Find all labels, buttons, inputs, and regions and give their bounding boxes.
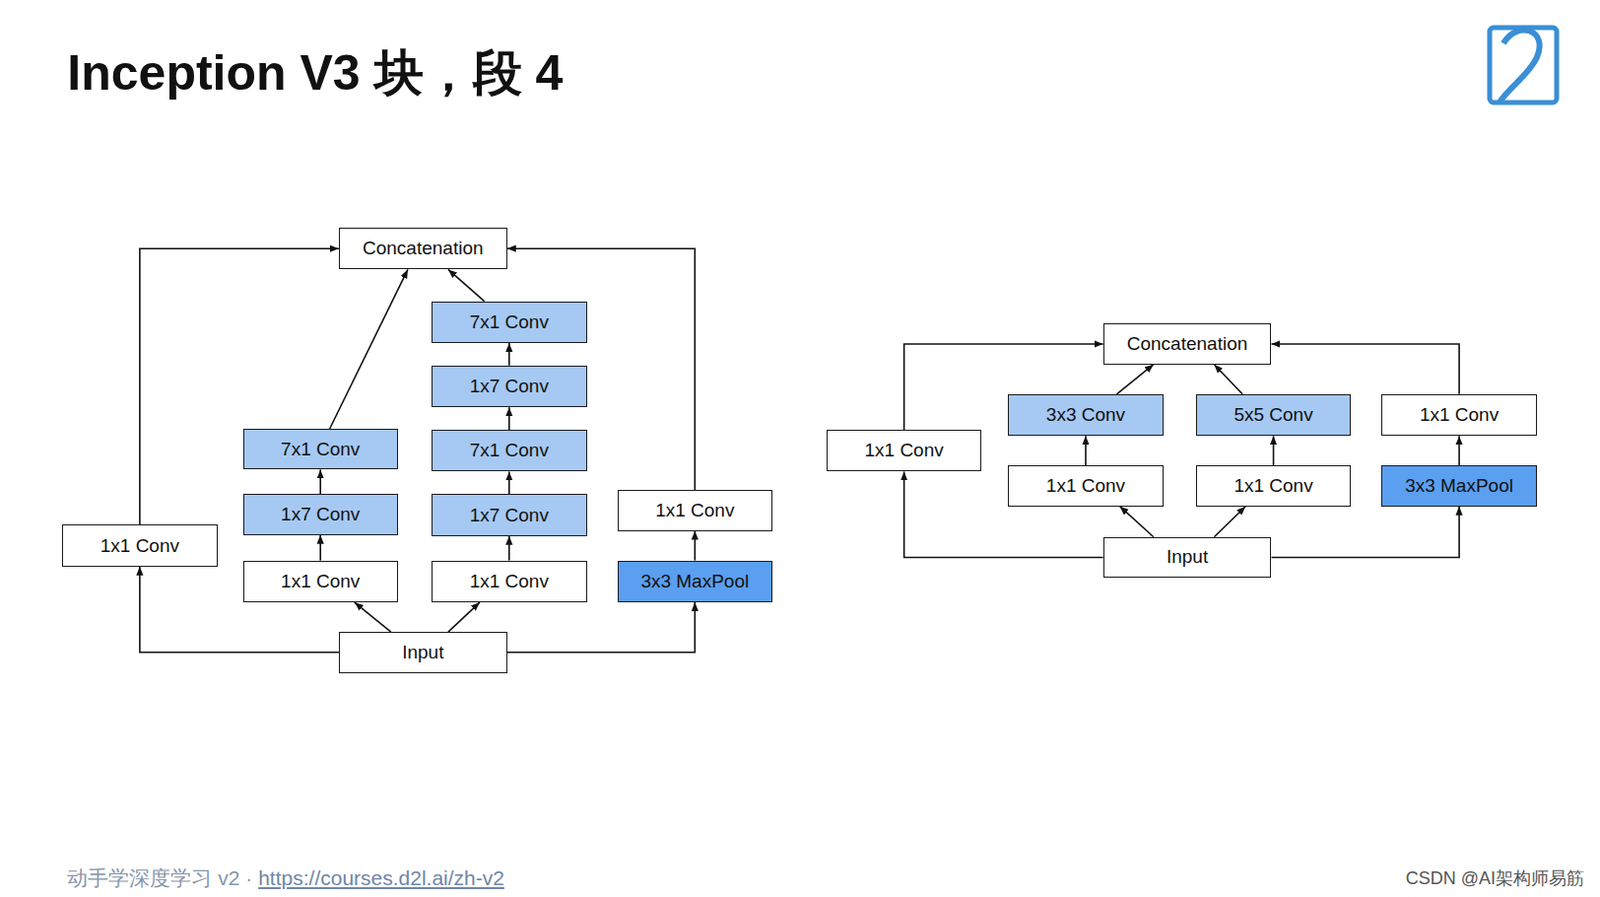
box-label: 1x1 Conv xyxy=(469,570,549,593)
connector-arrow xyxy=(354,601,392,632)
layer-box: 1x1 Conv xyxy=(826,429,982,471)
connector-arrow xyxy=(1084,435,1087,466)
connector-arrow xyxy=(508,406,511,430)
connector-arrow xyxy=(1458,435,1461,466)
connector-arrow xyxy=(1270,343,1460,395)
layer-box: 1x1 Conv xyxy=(62,524,217,566)
box-label: 3x3 MaxPool xyxy=(1404,474,1514,497)
connector-arrow xyxy=(1213,364,1243,395)
box-label: 7x1 Conv xyxy=(280,438,360,461)
connector-arrow xyxy=(1213,506,1246,537)
pool-box: 3x3 MaxPool xyxy=(617,560,773,602)
layer-box: Input xyxy=(1103,536,1272,578)
conv-box-highlight: 7x1 Conv xyxy=(243,428,399,469)
layer-box: 1x1 Conv xyxy=(243,560,399,602)
footer: 动手学深度学习 v2 ·https://courses.d2l.ai/zh-v2 xyxy=(66,864,511,892)
layer-box: 1x1 Conv xyxy=(431,560,587,602)
layer-box: Concatenation xyxy=(338,227,508,269)
box-label: 1x1 Conv xyxy=(864,439,943,462)
d2l-logo xyxy=(1489,27,1557,103)
connector-arrow xyxy=(1120,506,1154,537)
connector-arrow xyxy=(448,601,480,632)
conv-box-highlight: 1x7 Conv xyxy=(431,493,587,535)
conv-box-highlight: 3x3 Conv xyxy=(1007,394,1163,436)
box-label: 3x3 Conv xyxy=(1046,403,1126,426)
connector-arrow xyxy=(508,470,511,494)
connector-arrow xyxy=(1116,364,1153,395)
box-label: 1x1 Conv xyxy=(100,534,180,557)
connector-arrow xyxy=(1270,506,1460,558)
connector-arrow xyxy=(507,601,696,653)
box-label: 1x7 Conv xyxy=(469,375,549,398)
logo-stroke xyxy=(1499,29,1540,103)
box-label: 1x1 Conv xyxy=(280,570,360,593)
box-label: Concatenation xyxy=(362,237,484,260)
conv-box-highlight: 1x7 Conv xyxy=(243,493,399,534)
connector-arrow xyxy=(694,531,697,561)
slide-title: Inception V3 块，段 4 xyxy=(66,40,563,107)
course-name: 动手学深度学习 v2 · xyxy=(66,866,253,889)
layer-box: 1x1 Conv xyxy=(617,489,773,531)
logo-frame xyxy=(1489,27,1557,103)
connector-arrow xyxy=(508,535,511,561)
box-label: Input xyxy=(401,641,444,664)
box-label: 1x1 Conv xyxy=(1233,474,1313,497)
box-label: 7x1 Conv xyxy=(469,311,549,334)
conv-box-highlight: 7x1 Conv xyxy=(431,429,587,471)
layer-box: Concatenation xyxy=(1103,323,1272,364)
box-label: 3x3 MaxPool xyxy=(640,570,749,593)
box-label: 1x7 Conv xyxy=(280,503,360,526)
layer-box: 1x1 Conv xyxy=(1196,465,1351,506)
box-label: 1x1 Conv xyxy=(1046,474,1126,497)
watermark-box: CSDN @AI架构师易筋 xyxy=(1405,866,1585,890)
box-label: 7x1 Conv xyxy=(469,439,549,462)
connector-arrow xyxy=(508,342,511,366)
course-url: https://courses.d2l.ai/zh-v2 xyxy=(258,866,505,889)
connector-arrow xyxy=(330,268,408,429)
conv-box-highlight: 7x1 Conv xyxy=(431,301,587,343)
connector-arrow xyxy=(319,534,322,561)
box-label: Input xyxy=(1166,545,1208,568)
watermark: CSDN @AI架构师易筋 xyxy=(1405,867,1585,888)
layer-box: 1x1 Conv xyxy=(1007,465,1163,506)
connector-arrow xyxy=(1272,435,1275,466)
layer-box: Input xyxy=(338,631,508,672)
connector-arrow xyxy=(139,248,339,525)
conv-box-highlight: 5x5 Conv xyxy=(1196,394,1351,436)
box-label: 5x5 Conv xyxy=(1233,403,1313,426)
box-label: 1x1 Conv xyxy=(655,499,734,522)
layer-box: 1x1 Conv xyxy=(1381,394,1536,436)
box-label: 1x7 Conv xyxy=(469,504,549,527)
pool-box: 3x3 MaxPool xyxy=(1381,465,1536,506)
connector-arrow xyxy=(448,268,485,301)
connector-arrow xyxy=(319,468,322,494)
box-label: 1x1 Conv xyxy=(1419,403,1499,426)
box-label: Concatenation xyxy=(1127,333,1249,355)
conv-box-highlight: 1x7 Conv xyxy=(431,365,587,407)
